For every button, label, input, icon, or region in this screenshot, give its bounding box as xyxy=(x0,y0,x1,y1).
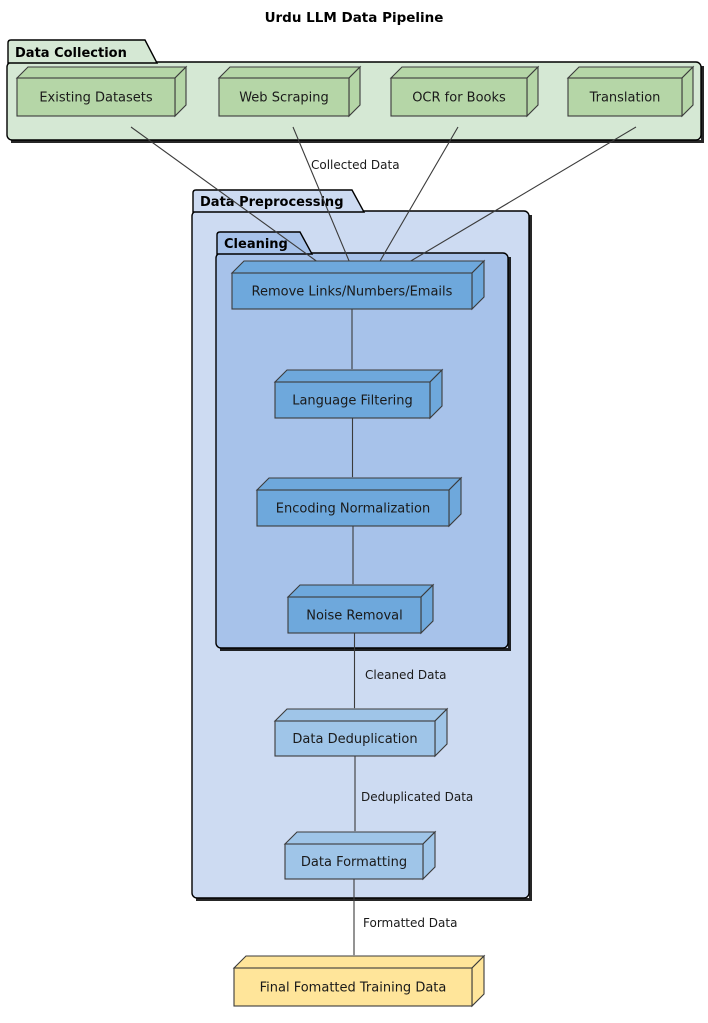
node-label: Noise Removal xyxy=(306,609,403,624)
node-language-filtering[interactable]: Language Filtering xyxy=(273,368,444,420)
node-ocr-for-books[interactable]: OCR for Books xyxy=(389,65,540,118)
node-label: Encoding Normalization xyxy=(276,502,430,517)
node-web-scraping[interactable]: Web Scraping xyxy=(217,65,362,118)
node-front-face[interactable] xyxy=(256,489,450,527)
node-final-training-data[interactable]: Final Fomatted Training Data xyxy=(232,954,486,1008)
edge-label-cleaned-data: Cleaned Data xyxy=(365,668,447,682)
package-label: Cleaning xyxy=(224,237,288,252)
node-front-face[interactable] xyxy=(274,720,436,757)
edge-line xyxy=(130,126,327,269)
node-noise-removal[interactable]: Noise Removal xyxy=(286,583,435,635)
node-top-face xyxy=(232,955,486,969)
node-encoding-normalization[interactable]: Encoding Normalization xyxy=(255,476,463,528)
edge-label-collected-data: Collected Data xyxy=(311,158,400,172)
edge-label-deduplicated-data: Deduplicated Data xyxy=(361,790,473,804)
node-label: Language Filtering xyxy=(292,394,413,409)
node-label: Data Deduplication xyxy=(292,732,417,747)
node-top-face xyxy=(283,831,437,845)
edge-line xyxy=(398,126,637,269)
node-front-face[interactable] xyxy=(218,77,350,117)
package-body xyxy=(215,252,509,649)
node-top-face xyxy=(566,66,695,79)
package-label: Data Preprocessing xyxy=(200,195,344,210)
node-front-face[interactable] xyxy=(274,381,431,419)
node-top-face xyxy=(255,477,463,491)
node-front-face[interactable] xyxy=(231,272,473,310)
node-top-face xyxy=(273,708,449,722)
node-front-face[interactable] xyxy=(390,77,528,117)
edge-line xyxy=(375,126,459,269)
node-label: Web Scraping xyxy=(239,91,329,106)
node-data-deduplication[interactable]: Data Deduplication xyxy=(273,707,449,758)
node-top-face xyxy=(286,584,435,598)
edge-label-formatted-data: Formatted Data xyxy=(363,916,457,930)
package-tab xyxy=(7,39,159,64)
node-label: Remove Links/Numbers/Emails xyxy=(252,285,453,300)
package-tab xyxy=(216,231,314,255)
node-top-face xyxy=(230,260,486,274)
node-label: Translation xyxy=(589,91,661,106)
node-label: Existing Datasets xyxy=(39,91,153,106)
node-front-face[interactable] xyxy=(287,596,422,634)
node-front-face[interactable] xyxy=(567,77,683,117)
node-label: Data Formatting xyxy=(301,855,407,870)
node-data-formatting[interactable]: Data Formatting xyxy=(283,830,437,881)
package-cleaning: Cleaning xyxy=(215,231,511,651)
node-top-face xyxy=(15,66,188,79)
node-front-face[interactable] xyxy=(284,843,424,880)
node-label: OCR for Books xyxy=(412,91,506,106)
edge-line xyxy=(292,126,353,269)
node-front-face[interactable] xyxy=(16,77,176,117)
node-translation[interactable]: Translation xyxy=(566,65,695,118)
node-label: Final Fomatted Training Data xyxy=(260,981,447,996)
page-title: Urdu LLM Data Pipeline xyxy=(265,10,444,26)
node-front-face[interactable] xyxy=(233,967,473,1007)
node-existing-datasets[interactable]: Existing Datasets xyxy=(15,65,188,118)
node-top-face xyxy=(273,369,444,383)
nodes-layer: Existing Datasets Web Scraping OCR for Boo… xyxy=(15,65,695,1008)
node-top-face xyxy=(389,66,540,79)
node-top-face xyxy=(217,66,362,79)
node-remove-links[interactable]: Remove Links/Numbers/Emails xyxy=(230,259,486,311)
package-label: Data Collection xyxy=(15,46,127,61)
